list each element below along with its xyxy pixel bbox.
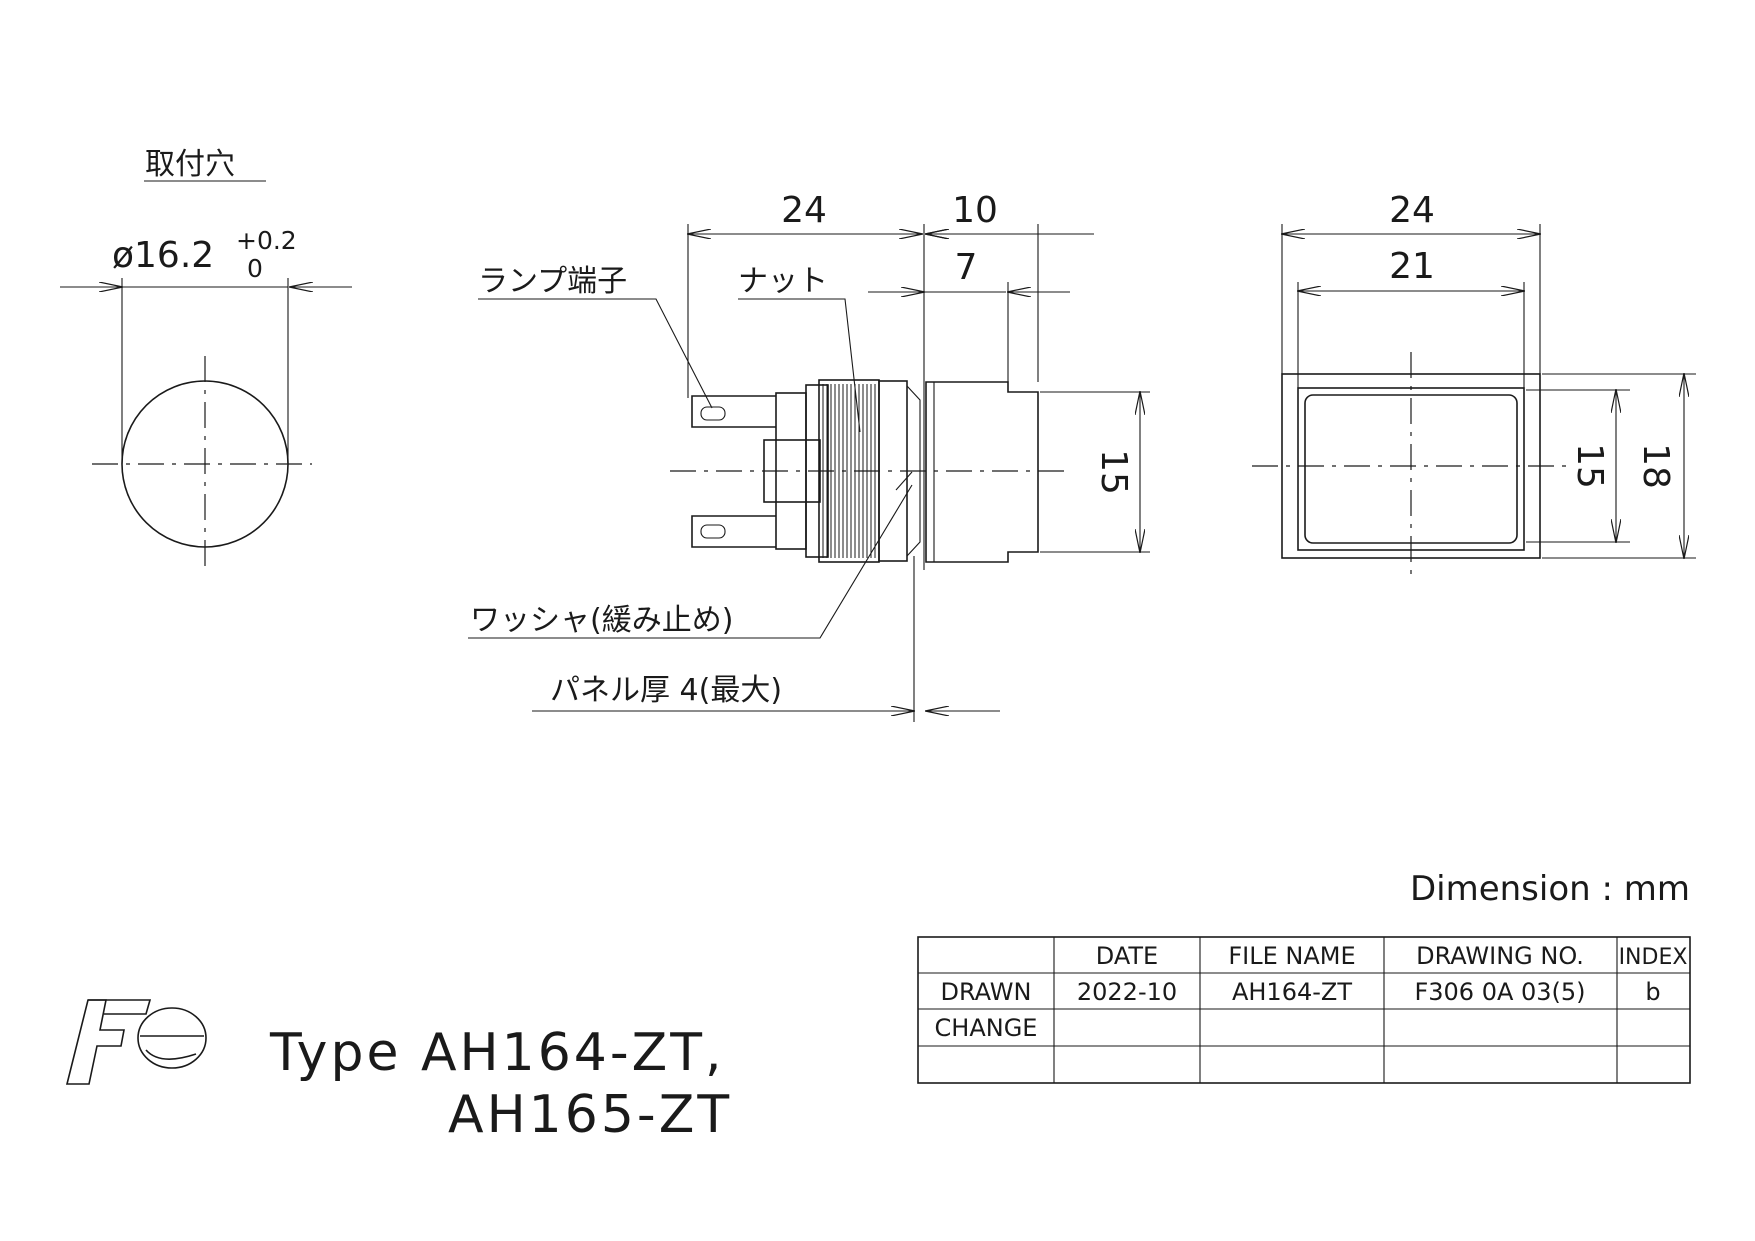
dim-bezel-length: 7 <box>955 247 978 288</box>
row-drawn-drawing-no: F306 0A 03(5) <box>1414 978 1585 1006</box>
title-block: DATE FILE NAME DRAWING NO. INDEX DRAWN 2… <box>917 936 1691 1084</box>
mounting-hole-view: 取付穴 ø16.2 +0.2 0 <box>60 147 352 572</box>
header-file-name: FILE NAME <box>1228 942 1355 970</box>
header-drawing-no: DRAWING NO. <box>1416 942 1584 970</box>
header-date: DATE <box>1096 942 1158 970</box>
dim-side-height: 15 <box>1093 449 1134 495</box>
bezel-body <box>925 381 1039 563</box>
company-logo: Fe <box>0 0 207 1085</box>
label-panel-thickness: パネル厚 4(最大) <box>550 673 782 708</box>
lamp-terminal-top <box>691 395 776 428</box>
hole-tolerance-lower: 0 <box>247 254 263 283</box>
type-line-2: AH165-ZT <box>448 1085 732 1145</box>
dim-front-length: 10 <box>952 190 998 231</box>
type-line-1: Type AH164-ZT, <box>269 1023 725 1083</box>
logo-text: Fe <box>0 0 2 1</box>
hole-diameter: ø16.2 <box>112 235 214 276</box>
dim-front-outer-width: 24 <box>1389 190 1435 231</box>
header-index: INDEX <box>1619 945 1688 970</box>
dim-front-inner-width: 21 <box>1389 246 1435 287</box>
side-view: 24 10 7 <box>468 190 1150 722</box>
dimension-unit: Dimension : mm <box>1410 869 1690 909</box>
hole-tolerance-upper: +0.2 <box>236 226 297 255</box>
label-washer: ワッシャ(緩み止め) <box>470 603 733 638</box>
row-drawn-date: 2022-10 <box>1077 978 1177 1006</box>
dim-overall-length: 24 <box>781 190 827 231</box>
row-drawn-index: b <box>1645 978 1660 1006</box>
row-change-label: CHANGE <box>935 1014 1038 1042</box>
dim-front-outer-height: 18 <box>1635 443 1676 489</box>
dim-front-inner-height: 15 <box>1569 443 1610 489</box>
label-lamp-terminal: ランプ端子 <box>478 264 627 299</box>
lamp-terminal-bottom <box>691 515 776 548</box>
front-view: 24 21 15 18 <box>1252 190 1696 580</box>
hole-title: 取付穴 <box>145 147 235 182</box>
row-drawn-file-name: AH164-ZT <box>1232 978 1352 1006</box>
label-nut: ナット <box>738 264 828 299</box>
row-drawn-label: DRAWN <box>941 978 1032 1006</box>
